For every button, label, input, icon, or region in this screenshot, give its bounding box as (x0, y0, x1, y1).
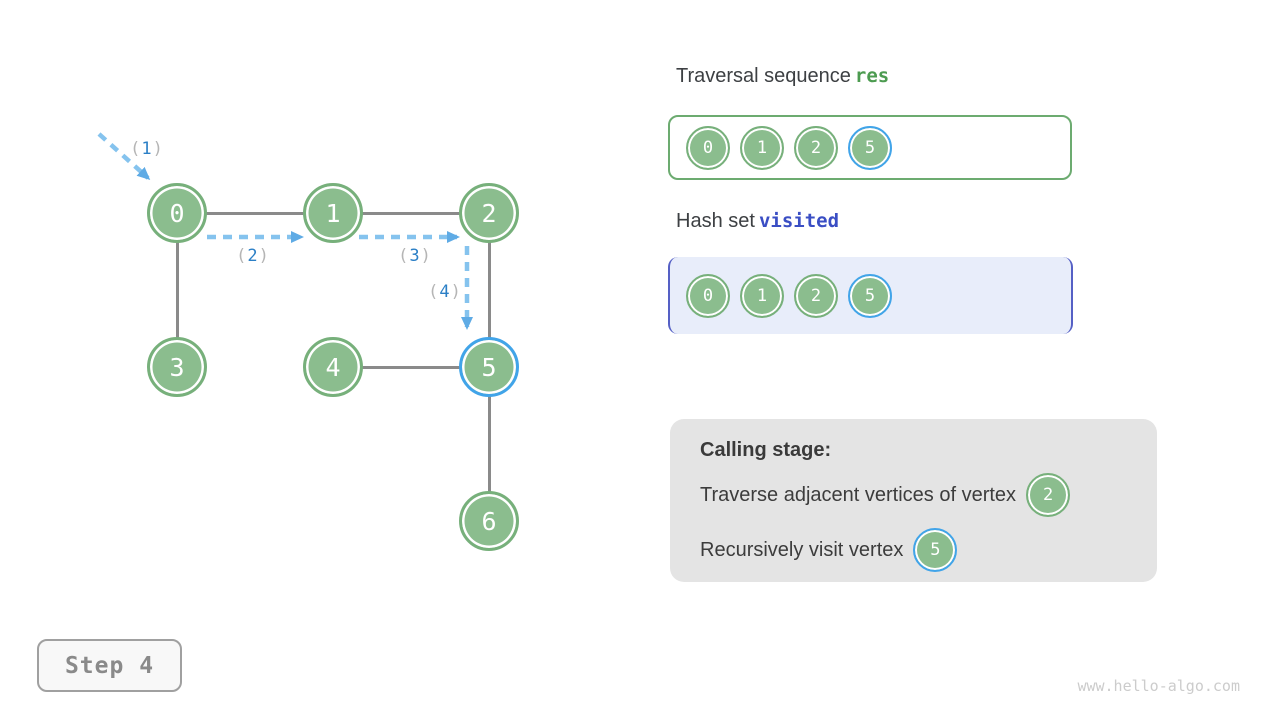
graph-node-4-label: 4 (325, 352, 341, 382)
res-code-label: res (854, 65, 890, 87)
graph-node-0-label: 0 (169, 198, 185, 228)
res-item-2: 2 (794, 125, 838, 170)
graph-node-5-highlighted: 5 (459, 337, 519, 397)
visited-item-1: 1 (740, 273, 784, 318)
calling-line-2-node-highlighted: 5 (913, 528, 958, 572)
res-list-box: 0 1 2 5 (668, 115, 1072, 180)
step-badge: Step 4 (37, 639, 182, 692)
calling-stage-title: Calling stage: (700, 439, 832, 461)
arrow-label-3: (3) (398, 246, 432, 266)
graph-node-3-label: 3 (169, 352, 185, 382)
arrow-label-4: (4) (428, 282, 462, 302)
arrow-label-2: (2) (236, 246, 270, 266)
edge-0-1 (177, 211, 333, 215)
hash-set-title-text: Hash set (676, 210, 755, 232)
res-item-1: 1 (740, 125, 784, 170)
visited-code-label: visited (758, 210, 840, 232)
graph-node-5-label: 5 (481, 352, 497, 382)
watermark: www.hello-algo.com (1077, 677, 1240, 695)
traversal-sequence-title-text: Traversal sequence (676, 65, 851, 87)
arrow-label-1: (1) (130, 139, 164, 159)
step-badge-label: Step 4 (64, 652, 155, 679)
calling-line-2-text: Recursively visit vertex (700, 538, 904, 561)
edge-5-6 (487, 367, 491, 521)
edge-2-5 (487, 213, 491, 367)
graph-node-0: 0 (147, 183, 207, 243)
graph-node-6-label: 6 (481, 506, 497, 536)
calling-stage-line-2: Recursively visit vertex 5 (700, 528, 1127, 572)
visited-item-2: 2 (794, 273, 838, 318)
visited-item-0: 0 (686, 273, 730, 318)
res-item-5-highlighted: 5 (848, 125, 892, 170)
graph-node-2: 2 (459, 183, 519, 243)
res-item-0: 0 (686, 125, 730, 170)
graph-node-6: 6 (459, 491, 519, 551)
visited-set-box: 0 1 2 5 (668, 257, 1073, 334)
edge-4-5 (333, 365, 489, 369)
calling-line-1-node: 2 (1026, 473, 1071, 517)
edge-0-3 (175, 213, 179, 367)
graph-node-3: 3 (147, 337, 207, 397)
graph-node-1-label: 1 (325, 198, 341, 228)
calling-stage-line-1: Traverse adjacent vertices of vertex 2 (700, 473, 1127, 517)
calling-line-1-text: Traverse adjacent vertices of vertex (700, 483, 1017, 506)
edge-1-2 (333, 211, 489, 215)
graph-node-2-label: 2 (481, 198, 497, 228)
graph-node-1: 1 (303, 183, 363, 243)
calling-stage-box: Calling stage: Traverse adjacent vertice… (670, 419, 1157, 582)
graph-node-4: 4 (303, 337, 363, 397)
visited-item-5-highlighted: 5 (848, 273, 892, 318)
